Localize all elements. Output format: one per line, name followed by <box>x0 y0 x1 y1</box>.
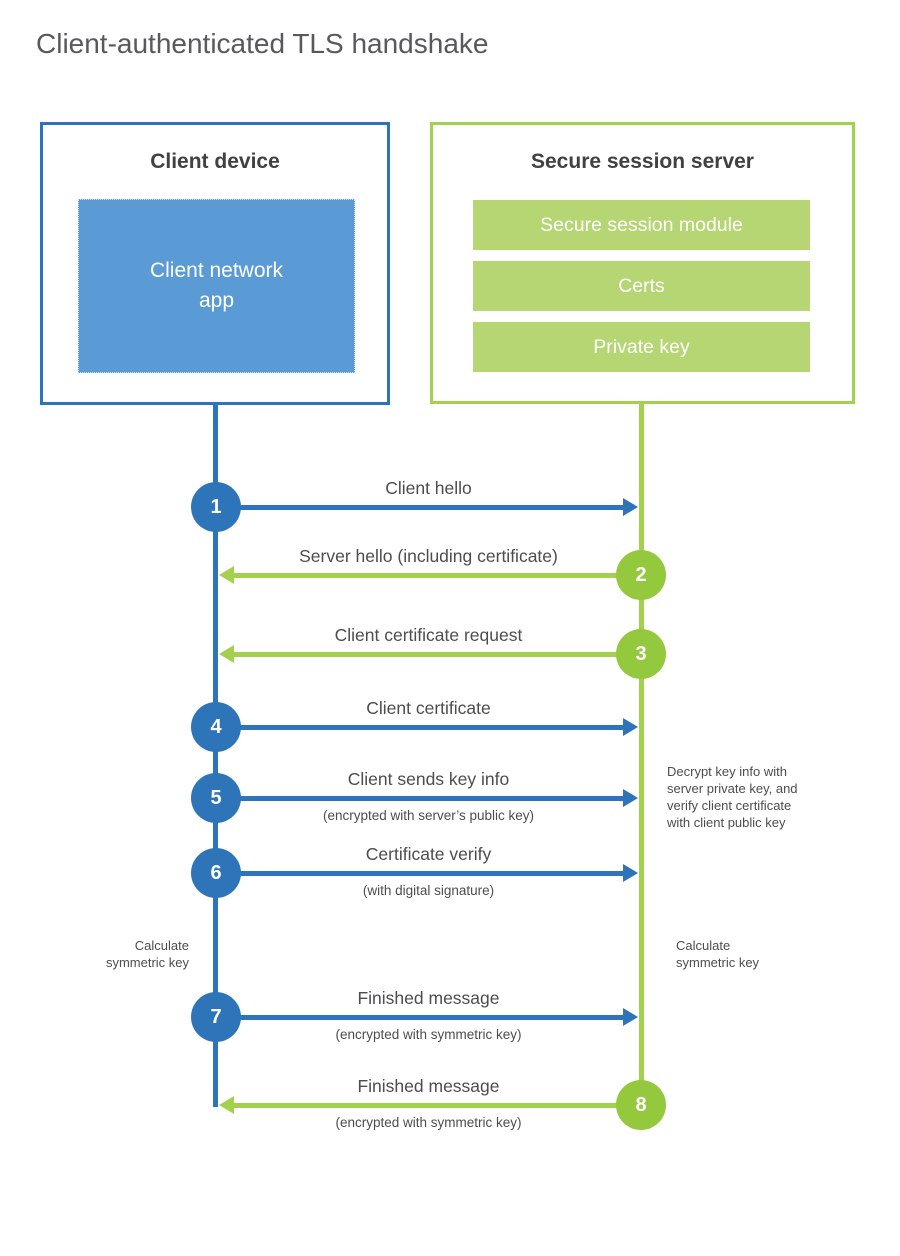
step-7-arrowhead-icon <box>623 1008 638 1026</box>
calculate-symmetric-key-note-client: Calculate symmetric key <box>105 938 189 970</box>
step-8-arrowhead-icon <box>219 1096 234 1114</box>
step-2-arrowhead-icon <box>219 566 234 584</box>
step-8-message-sublabel: (encrypted with symmetric key) <box>335 1115 522 1130</box>
step-number: 6 <box>210 861 222 884</box>
step-5-arrow <box>216 796 623 801</box>
step-5-message-label: Client sends key info <box>347 769 510 789</box>
step-number: 7 <box>210 1005 222 1028</box>
server-module-bar-certs: Certs <box>473 261 810 311</box>
step-4-arrowhead-icon <box>623 718 638 736</box>
step-8-circle: 8 <box>616 1080 666 1130</box>
step-2-arrow <box>233 573 641 578</box>
step-3-arrowhead-icon <box>219 645 234 663</box>
step-1-arrow <box>216 505 623 510</box>
step-5-message-sublabel: (encrypted with server’s public key) <box>322 808 535 823</box>
step-5-arrowhead-icon <box>623 789 638 807</box>
server-lifeline <box>639 403 644 1105</box>
step-3-circle: 3 <box>616 629 666 679</box>
step-7-circle: 7 <box>191 992 241 1042</box>
page-title: Client-authenticated TLS handshake <box>36 28 489 59</box>
step-number: 8 <box>635 1093 647 1116</box>
step-1-circle: 1 <box>191 482 241 532</box>
step-3-message-label: Client certificate request <box>334 625 523 645</box>
step-8-message-label: Finished message <box>357 1076 500 1096</box>
step-6-circle: 6 <box>191 848 241 898</box>
server-module-label: Secure session module <box>540 213 743 236</box>
step-number: 1 <box>210 495 222 518</box>
client-network-app-box: Client network app <box>78 199 355 373</box>
client-network-app-label: Client network app <box>149 258 284 312</box>
client-lifeline <box>213 404 218 1107</box>
step-4-circle: 4 <box>191 702 241 752</box>
step-number: 2 <box>635 563 647 586</box>
calculate-symmetric-key-note-server: Calculate symmetric key <box>676 938 760 970</box>
decrypt-key-info-note: Decrypt key info with server private key… <box>667 764 798 830</box>
server-module-label: Certs <box>618 274 665 297</box>
server-module-bar-secure-session-module: Secure session module <box>473 200 810 250</box>
step-7-message-sublabel: (encrypted with symmetric key) <box>335 1027 522 1042</box>
step-1-arrowhead-icon <box>623 498 638 516</box>
step-8-arrow <box>233 1103 641 1108</box>
step-7-message-label: Finished message <box>357 988 500 1008</box>
step-3-arrow <box>233 652 641 657</box>
step-4-message-label: Client certificate <box>366 698 491 718</box>
step-2-message-label: Server hello (including certificate) <box>299 546 558 566</box>
step-1-message-label: Client hello <box>385 478 472 498</box>
step-4-arrow <box>216 725 623 730</box>
step-number: 3 <box>635 642 647 665</box>
server-module-label: Private key <box>593 335 690 358</box>
step-number: 4 <box>210 715 222 738</box>
step-number: 5 <box>210 786 222 809</box>
step-5-circle: 5 <box>191 773 241 823</box>
secure-session-server-title: Secure session server <box>531 150 754 173</box>
step-6-message-sublabel: (with digital signature) <box>362 883 495 898</box>
step-6-arrowhead-icon <box>623 864 638 882</box>
step-2-circle: 2 <box>616 550 666 600</box>
step-6-message-label: Certificate verify <box>365 844 492 864</box>
step-6-arrow <box>216 871 623 876</box>
step-7-arrow <box>216 1015 623 1020</box>
server-module-bar-private-key: Private key <box>473 322 810 372</box>
client-device-title: Client device <box>150 150 280 173</box>
